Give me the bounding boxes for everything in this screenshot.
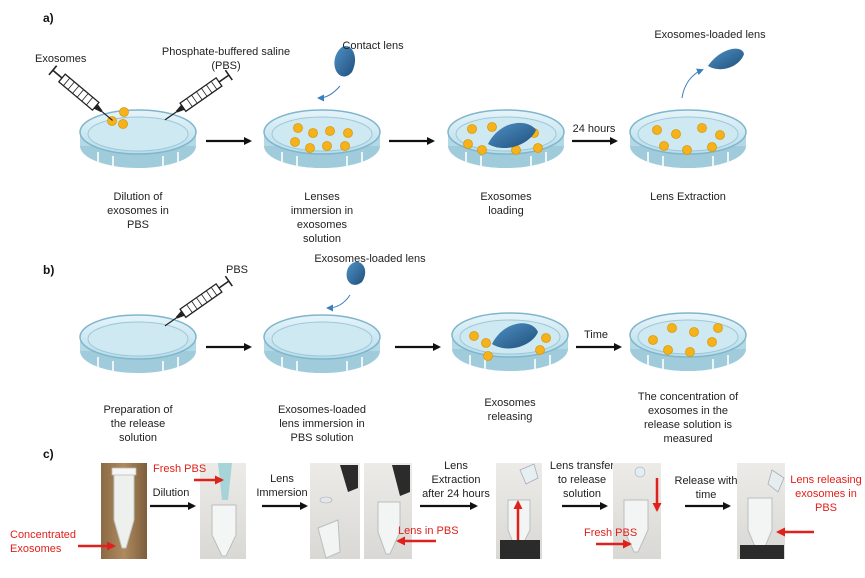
step-a1-caption: Dilution of exosomes in PBS bbox=[107, 191, 169, 231]
time-label-b: Time bbox=[584, 329, 608, 341]
caption-line: release solution is bbox=[644, 419, 733, 431]
caption-line: exosomes in the bbox=[648, 405, 728, 417]
fresh-pbs-label: Fresh PBS bbox=[153, 463, 206, 475]
caption-line: Lenses bbox=[304, 191, 340, 203]
exosomes-label: Exosomes bbox=[35, 53, 87, 65]
caption-line: Exosomes bbox=[480, 191, 532, 203]
pbs-label-line2: (PBS) bbox=[211, 60, 240, 72]
caption-line: solution bbox=[303, 233, 341, 245]
caption-line: immersion in bbox=[291, 205, 353, 217]
photo-dilution bbox=[200, 463, 246, 559]
caption-line: exosomes in bbox=[107, 205, 169, 217]
photo-extraction bbox=[496, 463, 542, 559]
caption-line: lens immersion in bbox=[279, 418, 365, 430]
caption-line: The concentration of bbox=[638, 391, 739, 403]
caption-line: Exosomes bbox=[484, 397, 536, 409]
dish-lens-immersion bbox=[263, 314, 381, 374]
loaded-lens-b-icon bbox=[346, 261, 366, 285]
caption-line: the release bbox=[111, 418, 165, 430]
photo-releasing bbox=[737, 463, 785, 559]
dish-measured bbox=[629, 312, 747, 372]
caption-line: Lens releasing bbox=[790, 474, 862, 486]
releasing-lens-icon bbox=[492, 323, 538, 349]
caption-line: Lens bbox=[444, 460, 468, 472]
caption-line: Dilution of bbox=[114, 191, 164, 203]
photo-immersion-2 bbox=[364, 463, 412, 559]
caption-line: PBS bbox=[127, 219, 149, 231]
step-b4-caption: The concentration of exosomes in the relea… bbox=[638, 391, 739, 445]
caption-line: after 24 hours bbox=[422, 488, 490, 500]
step-a4-caption: Lens Extraction bbox=[650, 191, 726, 203]
time-24h-label: 24 hours bbox=[573, 123, 616, 135]
immersed-lens-icon bbox=[488, 122, 536, 149]
transfer-label: Lens transfer to release solution bbox=[550, 460, 615, 500]
caption-line: exosomes in bbox=[795, 488, 857, 500]
contact-lens-icon bbox=[334, 46, 356, 77]
fresh-pbs-label-2: Fresh PBS bbox=[584, 527, 637, 539]
loaded-lens-label-a: Exosomes-loaded lens bbox=[654, 29, 766, 41]
dish-release-prep bbox=[79, 314, 197, 374]
caption-line: Exosomes-loaded bbox=[278, 404, 366, 416]
caption-line: solution bbox=[119, 432, 157, 444]
dish-immersion bbox=[263, 109, 381, 169]
step-b1-caption: Preparation of the release solution bbox=[103, 404, 173, 444]
caption-line: exosomes bbox=[297, 219, 348, 231]
lens-lift-arrow bbox=[681, 68, 704, 99]
caption-line: PBS bbox=[815, 502, 837, 514]
loaded-lens-label-b: Exosomes-loaded lens bbox=[314, 253, 426, 265]
caption-line: Lens bbox=[270, 473, 294, 485]
photo-concentrated-tube bbox=[101, 463, 147, 559]
pbs-label-line1: Phosphate-buffered saline bbox=[162, 46, 290, 58]
pbs-label-b: PBS bbox=[226, 264, 248, 276]
photo-immersion-1 bbox=[310, 463, 360, 559]
step-b2-caption: Exosomes-loaded lens immersion in PBS solu… bbox=[278, 404, 366, 444]
releasing-label: Lens releasing exosomes in PBS bbox=[790, 474, 862, 514]
lens-drop-arrow bbox=[317, 85, 341, 102]
caption-line: Lens transfer bbox=[550, 460, 615, 472]
caption-line: Release with bbox=[675, 475, 738, 487]
step-a2-caption: Lenses immersion in exosomes solution bbox=[291, 191, 353, 245]
step-b3-caption: Exosomes releasing bbox=[484, 397, 536, 423]
step-a3-caption: Exosomes loading bbox=[480, 191, 532, 217]
dish-dilution bbox=[79, 109, 197, 169]
panel-c-label: c) bbox=[43, 447, 54, 461]
caption-line: Preparation of bbox=[103, 404, 173, 416]
dish-extraction bbox=[629, 109, 747, 169]
caption-line: Concentrated bbox=[10, 529, 76, 541]
lens-drop-arrow-b bbox=[326, 294, 351, 312]
contact-lens-label: Contact lens bbox=[342, 40, 404, 52]
panel-a-label: a) bbox=[43, 11, 54, 25]
caption-line: loading bbox=[488, 205, 523, 217]
caption-line: Exosomes bbox=[10, 543, 62, 555]
dilution-label: Dilution bbox=[153, 487, 190, 499]
caption-line: Lens Extraction bbox=[650, 191, 726, 203]
lens-in-pbs-label: Lens in PBS bbox=[398, 525, 459, 537]
caption-line: solution bbox=[563, 488, 601, 500]
extracted-lens-icon bbox=[708, 48, 744, 70]
panel-b-label: b) bbox=[43, 263, 54, 277]
caption-line: Immersion bbox=[256, 487, 307, 499]
caption-line: PBS solution bbox=[291, 432, 354, 444]
caption-line: releasing bbox=[488, 411, 533, 423]
caption-line: Extraction bbox=[432, 474, 481, 486]
release-label: Release with time bbox=[675, 475, 738, 501]
caption-line: to release bbox=[558, 474, 606, 486]
caption-line: measured bbox=[664, 433, 713, 445]
caption-line: time bbox=[696, 489, 717, 501]
